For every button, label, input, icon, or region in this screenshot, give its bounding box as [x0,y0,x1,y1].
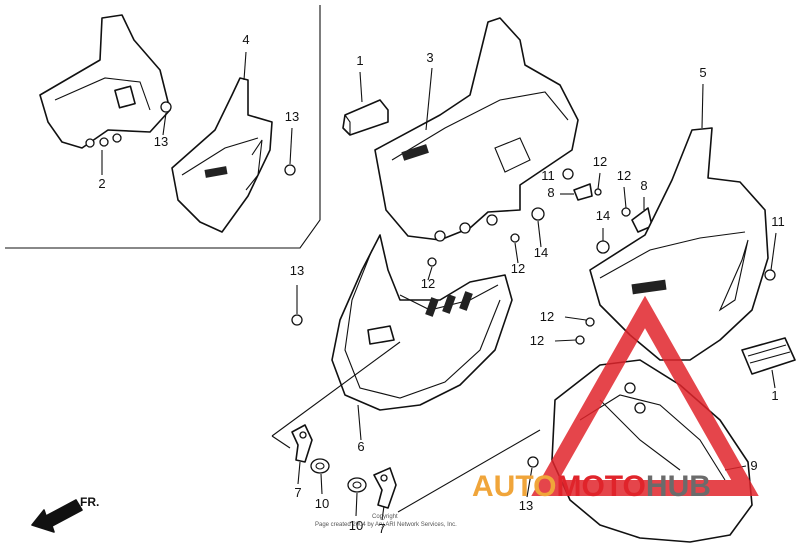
part-6-inner-fender [331,234,513,441]
part-2-cover [39,14,171,175]
bracket-7-left [291,424,313,485]
callout-c-1a: 1 [356,53,363,68]
callout-c-4: 4 [242,32,249,47]
callout-c-12c: 12 [511,261,525,276]
bolt-13-b [284,127,296,176]
bolt-11-right [764,232,777,281]
copyright-notice: Copyright Page created 2004 by Ary ARI N… [315,514,457,528]
callout-c-10a: 10 [315,496,329,511]
callout-c-13a: 13 [154,134,168,149]
part-1-reflector-upper [342,71,389,136]
copyright-line-1: Copyright [372,514,398,520]
callout-c-12a: 12 [593,154,607,169]
callout-c-8b: 8 [547,185,554,200]
front-direction-arrow: FR. [31,495,99,533]
guide-lines [271,341,541,513]
bolt-13-a [160,101,172,136]
bracket-7-right [373,467,397,521]
callout-c-12d: 12 [421,276,435,291]
callout-c-5: 5 [699,65,706,80]
watermark-hub: HUB [646,470,711,503]
callout-c-6: 6 [357,439,364,454]
fastener-group-center [291,207,545,326]
callout-c-13b: 13 [285,109,299,124]
callout-c-9: 9 [750,458,757,473]
part-1-reflector-lower [741,337,796,389]
washer-10-right [347,477,367,517]
callout-c-7b: 7 [378,521,385,536]
callout-c-12e: 12 [540,309,554,324]
callout-c-2: 2 [98,176,105,191]
callout-c-12f: 12 [530,333,544,348]
callout-c-11b: 11 [771,214,785,229]
callout-c-13d: 13 [519,498,533,513]
part-3-center-cover [374,17,579,242]
inset-box [5,5,321,249]
watermark-auto: AUTO [472,470,556,503]
callout-c-3: 3 [426,50,433,65]
bolt-13-d [526,456,539,498]
callout-c-14b: 14 [534,245,548,260]
direction-label: FR. [80,495,99,509]
watermark-triangle [531,295,759,496]
automotohub-watermark: AUTOMOTOHUB [472,295,759,503]
watermark-moto: MOTO [556,470,645,503]
fastener-group-lower [554,316,595,345]
callout-c-11a: 11 [541,168,555,183]
callout-c-8a: 8 [640,178,647,193]
part-5-side-cover [589,83,769,361]
callout-c-13c: 13 [290,263,304,278]
copyright-line-2: Page created 2004 by Ary ARI Network Ser… [315,522,457,528]
callout-c-14a: 14 [596,208,610,223]
watermark-text: AUTOMOTOHUB [472,470,711,503]
callout-c-12b: 12 [617,168,631,183]
part-4-cover [171,51,273,233]
callout-c-7a: 7 [294,485,301,500]
callout-c-10b: 10 [349,518,363,533]
callout-c-1b: 1 [771,388,778,403]
washer-10-left [310,458,330,495]
